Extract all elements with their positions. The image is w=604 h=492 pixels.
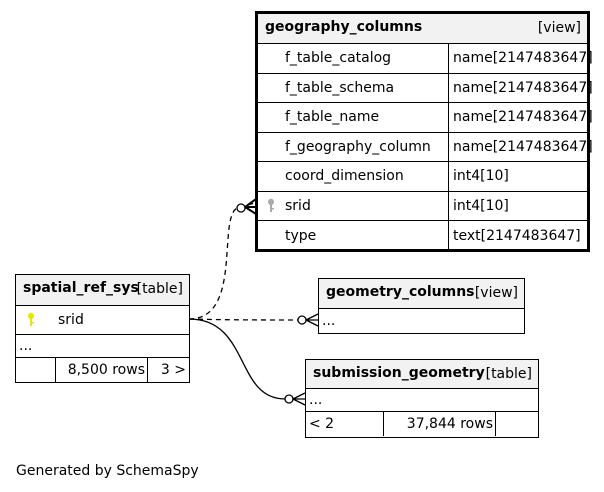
edge-crowfoot-marker (244, 198, 257, 215)
table-header: spatial_ref_sys [table] (16, 275, 189, 306)
table-stats-row: < 2 37,844 rows (306, 412, 538, 436)
table-kind: [view] (474, 285, 518, 301)
row-count: 8,500 rows (67, 362, 145, 378)
table-geography-columns[interactable]: geography_columns [view] f_table_catalog… (255, 11, 593, 252)
column-row[interactable]: f_table_name name[2147483647] (258, 103, 593, 133)
column-type: name[2147483647] (453, 109, 593, 126)
column-row[interactable]: srid int4[10] (258, 192, 587, 221)
table-name: submission_geometry (313, 365, 485, 381)
column-type: name[2147483647] (453, 50, 593, 67)
table-submission-geometry[interactable]: submission_geometry [table] ... < 2 37,8… (305, 359, 539, 438)
column-type: name[2147483647] (453, 79, 593, 96)
more-columns-row: ... (319, 309, 524, 332)
table-header: geometry_columns [view] (319, 279, 524, 309)
parent-count[interactable]: < 2 (309, 416, 335, 432)
generated-by-caption: Generated by SchemaSpy (16, 463, 199, 479)
more-columns-row: ... (16, 335, 189, 358)
more-columns-row: ... (306, 389, 538, 412)
column-name: f_geography_column (285, 138, 431, 155)
table-stats-row: 8,500 rows 3 > (16, 358, 189, 382)
row-count: 37,844 rows (406, 416, 493, 432)
ellipsis: ... (309, 392, 323, 408)
table-geometry-columns[interactable]: geometry_columns [view] ... (318, 278, 525, 334)
column-name: f_table_schema (285, 79, 395, 96)
edge-crowfoot-marker (292, 392, 306, 406)
column-row[interactable]: srid (16, 306, 189, 335)
column-row[interactable]: coord_dimension int4[10] (258, 162, 587, 192)
column-row[interactable]: type text[2147483647] (258, 221, 587, 251)
column-name: f_table_name (285, 109, 380, 126)
table-header: geography_columns [view] (258, 14, 587, 44)
column-name: srid (285, 197, 311, 214)
edge-optional-marker (284, 394, 294, 404)
edge-optional-marker (236, 203, 246, 213)
edge-spatial-ref-sys-to-submission-geometry (188, 318, 286, 400)
column-name: type (285, 227, 317, 244)
column-type: int4[10] (453, 168, 509, 185)
table-kind: [table] (485, 366, 532, 382)
ellipsis: ... (322, 312, 336, 329)
child-count[interactable]: 3 > (160, 362, 186, 378)
table-name: geography_columns (265, 19, 423, 35)
table-spatial-ref-sys[interactable]: spatial_ref_sys [table] srid ... 8,500 r… (15, 274, 190, 383)
edge-crowfoot-marker (305, 313, 319, 327)
edge-spatial-ref-sys-to-geography-columns (188, 202, 256, 320)
table-name: spatial_ref_sys (23, 280, 139, 296)
table-kind: [table] (136, 281, 183, 297)
column-row[interactable]: f_table_schema name[2147483647] (258, 74, 593, 103)
table-kind: [view] (537, 20, 581, 36)
column-type: text[2147483647] (453, 227, 581, 244)
column-type: name[2147483647] (453, 138, 593, 155)
column-name: coord_dimension (285, 168, 404, 185)
column-row[interactable]: f_table_catalog name[2147483647] (258, 44, 593, 74)
primary-key-icon (26, 306, 36, 334)
foreign-key-icon (266, 192, 276, 221)
table-header: submission_geometry [table] (306, 360, 538, 389)
table-name: geometry_columns (326, 284, 475, 300)
edge-spatial-ref-sys-to-geometry-columns (188, 318, 299, 321)
column-name: srid (58, 312, 84, 328)
edge-optional-marker (297, 315, 307, 325)
column-row[interactable]: f_geography_column name[2147483647] (258, 133, 593, 162)
column-name: f_table_catalog (285, 50, 392, 67)
ellipsis: ... (19, 338, 33, 354)
column-type: int4[10] (453, 197, 509, 214)
